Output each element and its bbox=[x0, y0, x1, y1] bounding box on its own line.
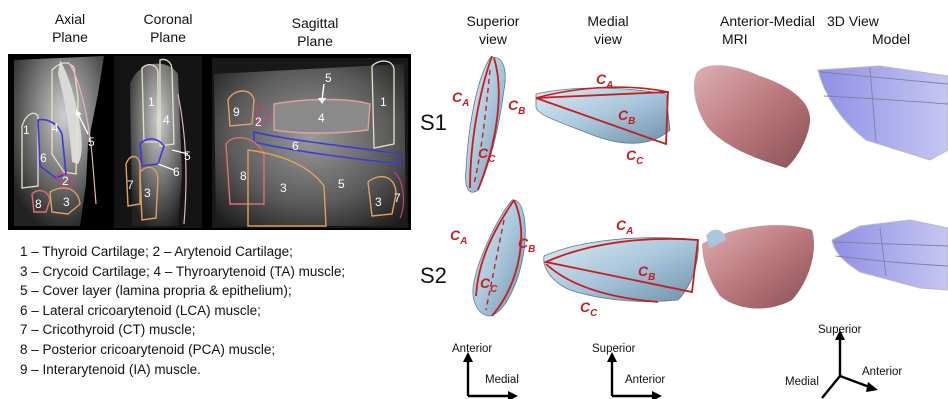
axis-label-medial-1: Medial bbox=[485, 374, 519, 386]
s1-med-cc-label: CC bbox=[626, 147, 644, 167]
sagittal-label-5b: 5 bbox=[338, 177, 345, 191]
axis-label-anterior-3: Anterior bbox=[862, 366, 902, 378]
legend-item: 6 – Lateral cricoarytenoid (LCA) muscle; bbox=[20, 301, 345, 321]
header-medial-line1: Medial bbox=[568, 12, 648, 30]
s1-sup-ca-label: CA bbox=[452, 89, 469, 109]
header-mri: MRI bbox=[722, 30, 748, 48]
legend-item: 9 – Interarytenoid (IA) muscle. bbox=[20, 360, 345, 380]
axis-label-superior-3: Superior bbox=[818, 324, 861, 336]
s2-med-ca-label: CA bbox=[616, 217, 633, 237]
axis-label-anterior-1: Anterior bbox=[452, 343, 492, 355]
axial-label-8: 8 bbox=[35, 197, 42, 211]
legend-item: 1 – Thyroid Cartilage; 2 – Arytenoid Car… bbox=[20, 242, 345, 262]
mri-images: 1 4 5 6 2 8 3 1 4 5 6 7 3 bbox=[8, 54, 411, 230]
header-medial-line2: view bbox=[568, 30, 648, 48]
legend-item: 7 – Cricothyroid (CT) muscle; bbox=[20, 320, 345, 340]
sagittal-image: 5 9 2 4 1 6 8 3 5 3 7 bbox=[212, 58, 408, 228]
axial-label-5: 5 bbox=[88, 135, 95, 149]
coronal-label-7: 7 bbox=[127, 178, 134, 192]
axis-label-medial-3: Medial bbox=[785, 376, 819, 388]
s2-med-cc-label: CC bbox=[580, 299, 598, 319]
header-coronal-plane: Coronal Plane bbox=[128, 10, 208, 46]
legend-item: 3 – Crycoid Cartilage; 4 – Thyroarytenoi… bbox=[20, 262, 345, 282]
s2-sup-ca-label: CA bbox=[450, 227, 467, 247]
axis-label-anterior-2: Anterior bbox=[625, 374, 665, 386]
axial-label-6: 6 bbox=[40, 151, 47, 165]
header-sagittal-plane: Sagittal Plane bbox=[270, 14, 360, 50]
header-medial-view: Medial view bbox=[568, 12, 648, 48]
axial-label-2: 2 bbox=[62, 174, 69, 188]
s1-sup-cb-label: CB bbox=[508, 97, 525, 117]
coronal-image: 1 4 5 6 7 3 bbox=[114, 56, 202, 228]
header-superior-line1: Superior bbox=[453, 12, 533, 30]
sagittal-label-1: 1 bbox=[380, 95, 387, 109]
header-3d-view: 3D View bbox=[827, 12, 879, 30]
legend-item: 8 – Posterior cricoarytenoid (PCA) muscl… bbox=[20, 340, 345, 360]
s2-med-cb-label: CB bbox=[638, 263, 655, 283]
header-sagittal-line1: Sagittal bbox=[270, 14, 360, 32]
legend: 1 – Thyroid Cartilage; 2 – Arytenoid Car… bbox=[20, 242, 345, 379]
mri-panel: 1 4 5 6 2 8 3 1 4 5 6 7 3 bbox=[8, 54, 411, 230]
axial-label-3: 3 bbox=[63, 195, 70, 209]
sagittal-label-3b: 3 bbox=[375, 195, 382, 209]
s2-sup-cb-label: CB bbox=[518, 235, 535, 255]
coronal-label-1: 1 bbox=[148, 95, 155, 109]
s1-med-ca-label: CA bbox=[596, 71, 613, 91]
sagittal-label-2: 2 bbox=[255, 115, 262, 129]
header-coronal-line2: Plane bbox=[128, 28, 208, 46]
s1-med-cb-label: CB bbox=[618, 107, 635, 127]
orientation-axes bbox=[440, 330, 948, 399]
axis-label-superior-2: Superior bbox=[592, 343, 635, 355]
sagittal-label-7: 7 bbox=[394, 191, 401, 205]
header-axial-line2: Plane bbox=[30, 28, 110, 46]
sagittal-label-6: 6 bbox=[292, 139, 299, 153]
sagittal-label-9: 9 bbox=[233, 105, 240, 119]
axial-label-1: 1 bbox=[23, 123, 30, 137]
axial-label-4: 4 bbox=[52, 121, 59, 135]
header-coronal-line1: Coronal bbox=[128, 10, 208, 28]
axis-model-medial bbox=[822, 376, 840, 398]
coronal-label-5: 5 bbox=[184, 149, 191, 163]
header-sagittal-line2: Plane bbox=[270, 32, 360, 50]
header-axial-line1: Axial bbox=[30, 10, 110, 28]
coronal-label-6: 6 bbox=[173, 165, 180, 179]
header-anterior-medial: Anterior-Medial bbox=[720, 12, 815, 30]
sagittal-label-3: 3 bbox=[280, 181, 287, 195]
s1-sup-cc-label: CC bbox=[478, 145, 496, 165]
header-model: Model bbox=[872, 30, 910, 48]
header-superior-line2: view bbox=[453, 30, 533, 48]
legend-item: 5 – Cover layer (lamina propria & epithe… bbox=[20, 281, 345, 301]
header-axial-plane: Axial Plane bbox=[30, 10, 110, 46]
curve-labels: CA CB CC CA CB CC CA CB CC CA CB CC bbox=[440, 50, 948, 350]
sagittal-label-8: 8 bbox=[240, 169, 247, 183]
coronal-label-4: 4 bbox=[163, 113, 170, 127]
sagittal-label-5: 5 bbox=[325, 71, 332, 85]
sagittal-label-4: 4 bbox=[318, 111, 325, 125]
s2-sup-cc-label: CC bbox=[480, 275, 498, 295]
coronal-label-3: 3 bbox=[144, 186, 151, 200]
header-superior-view: Superior view bbox=[453, 12, 533, 48]
axial-image: 1 4 5 6 2 8 3 bbox=[14, 56, 104, 226]
